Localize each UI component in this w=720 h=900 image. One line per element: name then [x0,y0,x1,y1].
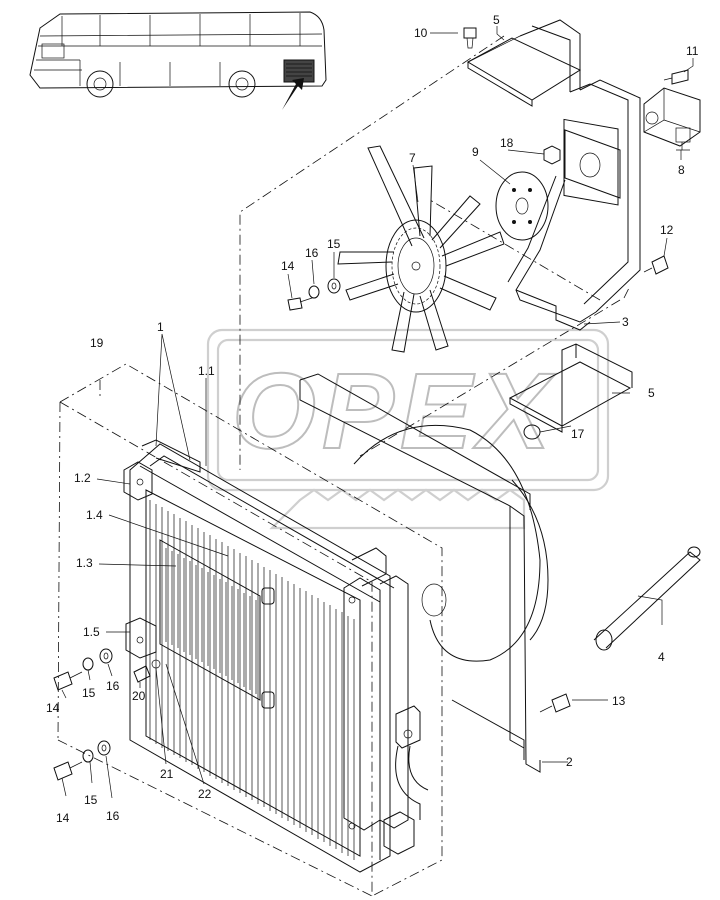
callout-17: 17 [571,427,585,441]
bolt-11 [663,69,689,85]
radiator-fins [149,500,355,860]
callout-7: 7 [409,151,416,165]
solenoid-valve [643,87,701,151]
callout-5-top: 5 [493,13,500,27]
callout-11: 11 [686,44,699,58]
callout-2: 2 [566,755,573,769]
callout-14-lower: 14 [56,811,70,825]
side-bracket [508,343,633,440]
callout-16-lower: 16 [106,809,120,823]
cooling-fan [337,145,505,353]
fan-hub [495,171,549,241]
callout-15-lower: 15 [84,793,98,807]
callout-12: 12 [660,223,674,237]
callout-9: 9 [472,145,479,159]
callout-10: 10 [414,26,428,40]
bolt-set-middle [53,648,113,691]
callout-1-3: 1.3 [76,556,93,570]
callout-21: 21 [160,767,174,781]
fan-shroud [299,373,549,773]
callout-13: 13 [612,694,626,708]
callout-1: 1 [157,320,164,334]
radiator [123,439,429,873]
bolt-set-lower [53,740,111,781]
watermark-logo: OPEX [206,328,610,530]
radiator-support-frame [466,19,641,331]
callout-5-right: 5 [648,386,655,400]
callout-16-upper: 16 [305,246,319,260]
callout-4: 4 [658,650,665,664]
watermark-text: OPEX [232,350,556,471]
bus-thumbnail [29,11,327,110]
callout-22: 22 [198,787,212,801]
bolt-set-upper [287,278,341,311]
callout-1-4: 1.4 [86,508,103,522]
callout-14-middle: 14 [46,701,60,715]
callout-15-middle: 15 [82,686,96,700]
callout-18: 18 [500,136,514,150]
callout-15-upper: 15 [327,237,341,251]
callout-8: 8 [678,163,685,177]
leader-lines [61,26,694,799]
bolt-13 [539,693,571,713]
callout-labels: 10 5 11 8 18 9 7 12 14 16 15 3 1 1.1 19 … [46,13,699,825]
callout-1-5: 1.5 [83,625,100,639]
bolt-10 [463,27,477,49]
nut-18 [543,145,561,165]
callout-16-middle: 16 [106,679,120,693]
callout-3: 3 [622,315,629,329]
callout-1-2: 1.2 [74,471,91,485]
support-strut [593,546,701,651]
callout-20: 20 [132,689,146,703]
assembly-lines [57,35,631,897]
callout-14-upper: 14 [281,259,295,273]
callout-1-1: 1.1 [198,364,215,378]
callout-19: 19 [90,336,104,350]
location-arrow [282,78,304,110]
bolt-12 [643,255,669,275]
